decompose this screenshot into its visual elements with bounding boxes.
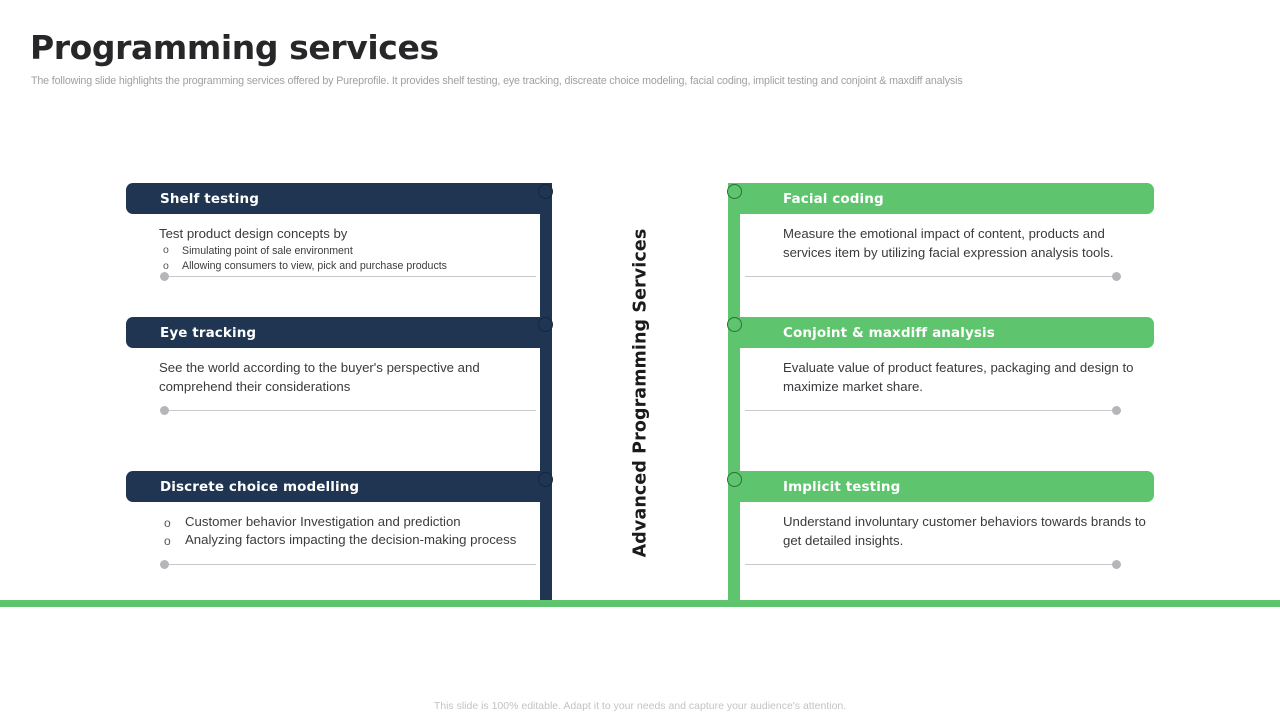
card-body: Customer behavior Investigation and pred… bbox=[126, 502, 540, 550]
card-divider bbox=[745, 272, 1121, 281]
card-conjoint-maxdiff-analysis[interactable]: Conjoint & maxdiff analysis Evaluate val… bbox=[740, 317, 1154, 435]
list-item: Simulating point of sale environment bbox=[159, 243, 534, 260]
card-header: Discrete choice modelling bbox=[126, 471, 540, 502]
card-divider bbox=[160, 560, 536, 569]
divider-dot bbox=[1112, 560, 1121, 569]
card-divider bbox=[745, 560, 1121, 569]
center-vertical-label-text: Advanced Programming Services bbox=[630, 228, 651, 558]
divider-dot bbox=[160, 560, 169, 569]
list-item: Allowing consumers to view, pick and pur… bbox=[159, 259, 534, 275]
card-title: Implicit testing bbox=[783, 478, 901, 495]
spine-node-green-3 bbox=[727, 472, 742, 487]
card-body: Evaluate value of product features, pack… bbox=[740, 348, 1154, 396]
card-body: Understand involuntary customer behavior… bbox=[740, 502, 1154, 550]
list-item: Customer behavior Investigation and pred… bbox=[159, 513, 534, 532]
card-lead-text: See the world according to the buyer's p… bbox=[159, 360, 480, 394]
card-facial-coding[interactable]: Facial coding Measure the emotional impa… bbox=[740, 183, 1154, 301]
card-header: Conjoint & maxdiff analysis bbox=[740, 317, 1154, 348]
card-lead-text: Evaluate value of product features, pack… bbox=[783, 360, 1134, 394]
spine-node-green-2 bbox=[727, 317, 742, 332]
divider-dot bbox=[160, 272, 169, 281]
footer-note: This slide is 100% editable. Adapt it to… bbox=[433, 700, 847, 712]
divider-dot bbox=[1112, 272, 1121, 281]
spine-node-navy-3 bbox=[538, 472, 553, 487]
card-body: See the world according to the buyer's p… bbox=[126, 348, 540, 396]
card-discrete-choice-modelling[interactable]: Discrete choice modelling Customer behav… bbox=[126, 471, 540, 589]
card-lead-text: Understand involuntary customer behavior… bbox=[783, 514, 1146, 548]
card-title: Conjoint & maxdiff analysis bbox=[783, 324, 995, 341]
card-shelf-testing[interactable]: Shelf testing Test product design concep… bbox=[126, 183, 540, 301]
right-spine-bar bbox=[728, 183, 740, 603]
card-lead-text: Measure the emotional impact of content,… bbox=[783, 226, 1114, 260]
page-subtitle: The following slide highlights the progr… bbox=[31, 75, 963, 87]
list-item: Analyzing factors impacting the decision… bbox=[159, 531, 534, 550]
card-divider bbox=[745, 406, 1121, 415]
card-header: Eye tracking bbox=[126, 317, 540, 348]
card-bullet-list: Customer behavior Investigation and pred… bbox=[159, 513, 534, 550]
page-title: Programming services bbox=[30, 28, 439, 67]
card-divider bbox=[160, 272, 536, 281]
card-eye-tracking[interactable]: Eye tracking See the world according to … bbox=[126, 317, 540, 435]
card-title: Shelf testing bbox=[160, 190, 259, 207]
left-spine-bar bbox=[540, 183, 552, 603]
card-body: Test product design concepts by Simulati… bbox=[126, 214, 540, 275]
bottom-accent-band bbox=[0, 600, 1280, 607]
card-body: Measure the emotional impact of content,… bbox=[740, 214, 1154, 262]
spine-node-green-1 bbox=[727, 184, 742, 199]
divider-dot bbox=[160, 406, 169, 415]
card-divider bbox=[160, 406, 536, 415]
card-header: Shelf testing bbox=[126, 183, 540, 214]
spine-node-navy-2 bbox=[538, 317, 553, 332]
divider-dot bbox=[1112, 406, 1121, 415]
card-title: Facial coding bbox=[783, 190, 884, 207]
card-title: Eye tracking bbox=[160, 324, 257, 341]
card-bullet-list: Simulating point of sale environment All… bbox=[159, 243, 534, 275]
card-implicit-testing[interactable]: Implicit testing Understand involuntary … bbox=[740, 471, 1154, 589]
card-lead-text: Test product design concepts by bbox=[159, 226, 348, 241]
card-header: Implicit testing bbox=[740, 471, 1154, 502]
card-title: Discrete choice modelling bbox=[160, 478, 360, 495]
spine-node-navy-1 bbox=[538, 184, 553, 199]
center-vertical-label: Advanced Programming Services bbox=[612, 228, 668, 558]
card-header: Facial coding bbox=[740, 183, 1154, 214]
